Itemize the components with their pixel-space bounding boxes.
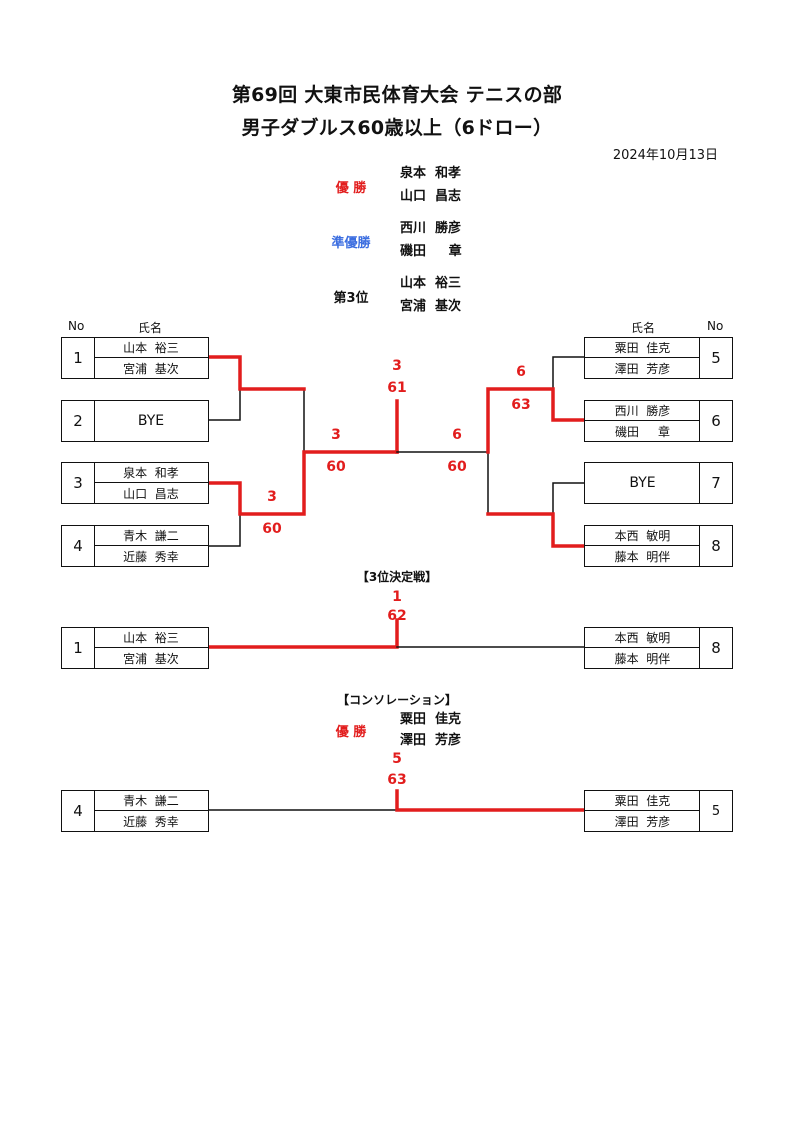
consolation-winner-label: 優 勝 (335, 725, 367, 740)
player-name: 澤田 芳彦 (614, 814, 671, 829)
consolation-right-box: 粟田 佳克 澤田 芳彦 5 (584, 790, 733, 832)
entry-number: 3 (62, 463, 95, 503)
player-name: 山本 裕三 (94, 338, 208, 358)
final-score: 61 (387, 380, 407, 396)
sf-right-score: 63 (511, 397, 531, 413)
winner-name-2: 山口 昌志 (400, 189, 462, 204)
player-name: 西川 勝彦 (585, 401, 700, 421)
entry-box-3: 3 泉本 和孝 山口 昌志 (61, 462, 209, 504)
third-place-label: 第3位 (333, 291, 369, 306)
entry-box-7: BYE 7 (584, 462, 733, 504)
line-consolation-right-win (395, 789, 587, 812)
header-name-left: 氏名 (138, 321, 163, 335)
line-entry2 (207, 388, 241, 421)
player-name: 粟田 佳克 (585, 791, 700, 811)
player-name: 青木 謙二 (94, 526, 208, 546)
player-name: 近藤 秀幸 (123, 549, 179, 564)
entry-number: 1 (62, 338, 95, 378)
third-place-title: 【3位決定戦】 (356, 570, 438, 584)
runner-up-name-2: 磯田 章 (400, 244, 462, 259)
entry-number: 8 (699, 628, 732, 668)
third-place-winner: 1 (392, 589, 402, 605)
winner-label: 優 勝 (335, 181, 367, 196)
entry-number: 5 (699, 791, 732, 831)
entry-number: 1 (62, 628, 95, 668)
line-entry3-win (206, 450, 399, 516)
runner-up-label: 準優勝 (331, 236, 371, 251)
entry-number: 6 (699, 401, 732, 441)
sf-left-score: 60 (262, 521, 282, 537)
line-third-left-win (206, 618, 399, 649)
entry-box-8: 本西 敏明 藤本 明伴 8 (584, 525, 733, 567)
final-left-score: 60 (326, 459, 346, 475)
third-place-name-1: 山本 裕三 (400, 276, 462, 291)
third-place-name-2: 宮浦 基次 (400, 299, 462, 314)
final-winner: 3 (392, 358, 402, 374)
line-entry6-win (486, 387, 587, 454)
player-name: 本西 敏明 (585, 628, 700, 648)
third-place-score: 62 (387, 608, 407, 624)
entry-number: 4 (62, 526, 95, 566)
entry-number: 7 (699, 463, 732, 503)
event-date: 2024年10月13日 (612, 148, 718, 163)
line-entry4 (207, 513, 241, 547)
sf-right-winner: 6 (516, 364, 526, 380)
final-left-winner: 3 (331, 427, 341, 443)
player-name: 澤田 芳彦 (614, 361, 671, 376)
entry-number: 5 (699, 338, 732, 378)
runner-up-name-1: 西川 勝彦 (400, 221, 462, 236)
consolation-title: 【コンソレーション】 (337, 693, 457, 707)
entry-box-4: 4 青木 謙二 近藤 秀幸 (61, 525, 209, 567)
player-name: 磯田 章 (614, 424, 671, 439)
entry-box-2: 2 BYE (61, 400, 209, 442)
winner-name-1: 泉本 和孝 (400, 166, 462, 181)
player-name: 泉本 和孝 (94, 463, 208, 483)
player-name: 藤本 明伴 (614, 549, 671, 564)
player-name: 近藤 秀幸 (123, 814, 179, 829)
entry-number: 4 (62, 791, 95, 831)
third-place-right-box: 本西 敏明 藤本 明伴 8 (584, 627, 733, 669)
header-name-right: 氏名 (631, 321, 656, 335)
player-name: 山口 昌志 (123, 486, 179, 501)
entry-box-5: 粟田 佳克 澤田 芳彦 5 (584, 337, 733, 379)
consolation-winner-name-1: 粟田 佳克 (400, 712, 462, 727)
entry-box-1: 1 山本 裕三 宮浦 基次 (61, 337, 209, 379)
player-name: 藤本 明伴 (614, 651, 671, 666)
player-name: 粟田 佳克 (585, 338, 700, 358)
consolation-winner: 5 (392, 751, 402, 767)
bye-label: BYE (629, 475, 656, 491)
consolation-score: 63 (387, 772, 407, 788)
player-name: 本西 敏明 (585, 526, 700, 546)
entry-box-6: 西川 勝彦 磯田 章 6 (584, 400, 733, 442)
consolation-left-box: 4 青木 謙二 近藤 秀幸 (61, 790, 209, 832)
third-place-left-box: 1 山本 裕三 宮浦 基次 (61, 627, 209, 669)
player-name: 宮浦 基次 (123, 651, 179, 666)
header-no-right: No (707, 319, 724, 333)
line-entry8-win (486, 512, 587, 548)
player-name: 宮浦 基次 (123, 361, 179, 376)
final-right-score: 60 (447, 459, 467, 475)
header-no-left: No (68, 319, 85, 333)
sf-left-winner: 3 (267, 489, 277, 505)
player-name: 山本 裕三 (94, 628, 208, 648)
page-title: 第69回 大東市民体育大会 テニスの部 (231, 84, 563, 106)
player-name: 青木 謙二 (94, 791, 208, 811)
page-subtitle: 男子ダブルス60歳以上（6ドロー） (241, 117, 553, 139)
entry-number: 8 (699, 526, 732, 566)
line-entry7 (552, 482, 586, 515)
line-entry1-win (206, 355, 306, 391)
entry-number: 2 (62, 401, 95, 441)
final-right-winner: 6 (452, 427, 462, 443)
line-entry5 (552, 356, 586, 390)
bye-label: BYE (137, 413, 165, 429)
consolation-winner-name-2: 澤田 芳彦 (400, 733, 462, 748)
